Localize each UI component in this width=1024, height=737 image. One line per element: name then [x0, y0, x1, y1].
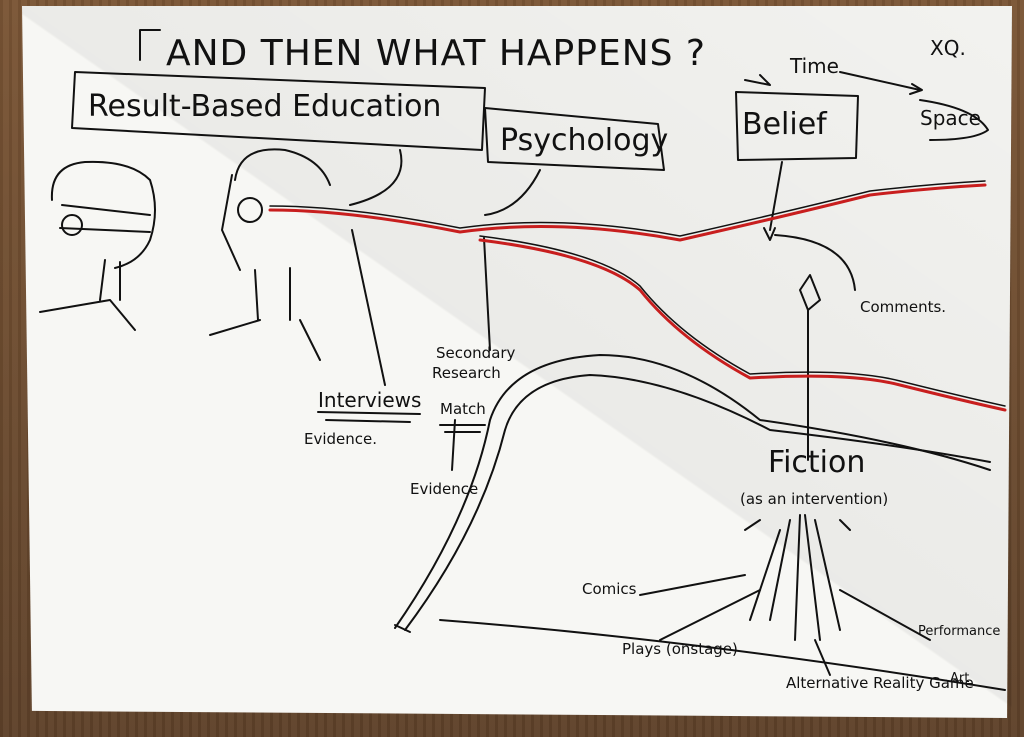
pointer-interviews [351, 229, 386, 386]
pointer-comics [639, 574, 746, 596]
research-label: Research [432, 364, 501, 382]
poster-paper [22, 6, 1012, 718]
psychology-label: Psychology [500, 123, 669, 158]
author-initials: XQ. [930, 36, 966, 60]
space-circle [919, 99, 989, 141]
performance-label: Performance [918, 624, 1001, 639]
fiction-subtitle: (as an intervention) [740, 490, 889, 508]
red-line-lower [478, 238, 1007, 412]
match-label: Match [440, 400, 486, 418]
pointer-plays [659, 589, 761, 641]
fiction-label: Fiction [768, 445, 866, 480]
arg-label: Alternative Reality Game [786, 674, 974, 692]
connector-result-box [349, 149, 403, 206]
fountain-sketch [749, 514, 841, 641]
head-sketch-left [50, 160, 156, 269]
page-title: AND THEN WHAT HAPPENS ? [166, 33, 707, 74]
pointer-performance [839, 589, 931, 641]
time-label: Time [790, 54, 839, 78]
pointer-secondary-research [483, 237, 491, 351]
wave-inner-line [404, 374, 991, 631]
red-line-upper [268, 183, 987, 242]
pointer-arg [814, 639, 831, 676]
wave-outer-line [394, 354, 991, 629]
head-sketch-right [234, 148, 331, 186]
belief-label: Belief [742, 107, 827, 142]
fiction-up-arrow [799, 274, 821, 461]
comments-arrow [774, 234, 856, 291]
interviews-label: Interviews [318, 388, 422, 412]
plays-label: Plays (onstage) [622, 640, 738, 658]
evidence-mid-label: Evidence [410, 480, 479, 498]
connector-psychology [484, 169, 541, 216]
comments-label: Comments. [860, 298, 947, 316]
time-to-space-arrow [839, 71, 921, 91]
art-label: Art [950, 671, 970, 686]
result-based-education-label: Result-Based Education [88, 89, 442, 124]
psychology-box [484, 107, 665, 171]
secondary-label: Secondary [436, 344, 516, 362]
belief-box [735, 91, 859, 161]
title-bracket-mark [139, 29, 161, 61]
evidence-left-label: Evidence. [304, 430, 378, 448]
pointer-evidence-mid [451, 419, 456, 471]
space-label: Space [920, 106, 981, 130]
baseline-line [439, 619, 1006, 691]
result-based-education-box [71, 71, 486, 151]
comics-label: Comics [582, 580, 637, 598]
